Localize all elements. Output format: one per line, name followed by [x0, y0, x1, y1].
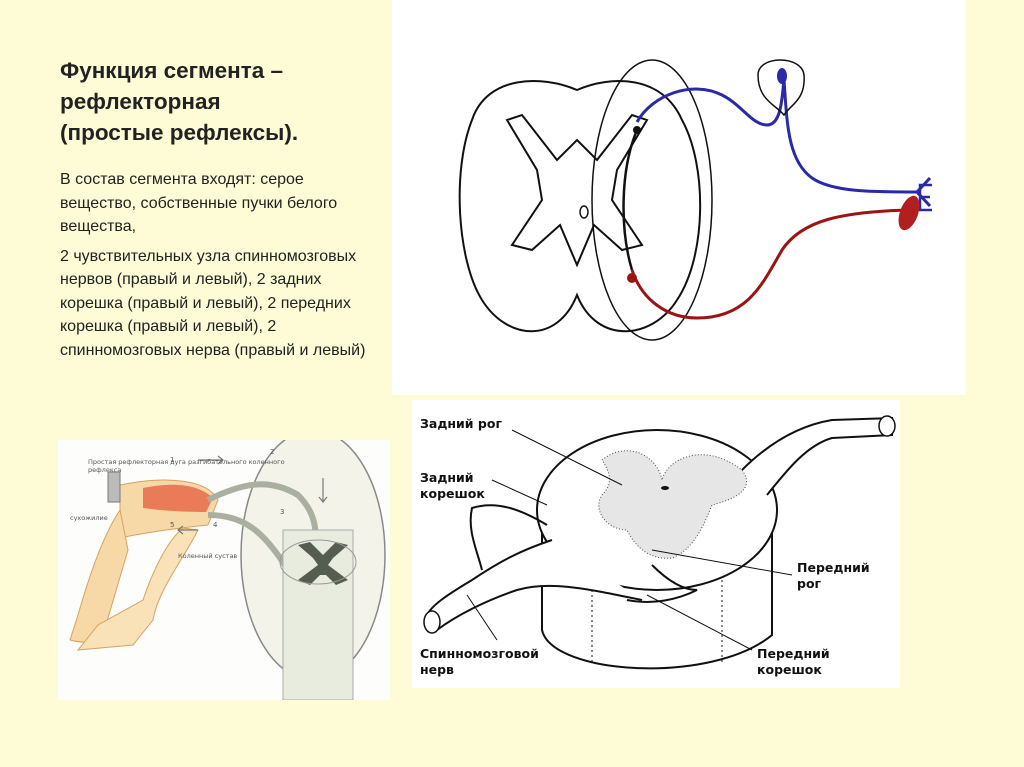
- spinal-cord-outline: [458, 80, 702, 333]
- motor-fiber: [630, 208, 908, 320]
- gray-matter: [598, 450, 748, 559]
- label-anterior-root-1: Передний: [757, 646, 830, 661]
- muscle-effector-icon: [898, 195, 920, 231]
- label-spinal-nerve-1: Спинномозговой: [420, 646, 539, 661]
- label-posterior-root-1: Задний: [420, 470, 474, 485]
- reflex-caption-line-1: Простая рефлекторная дуга разгибательног…: [88, 458, 285, 466]
- label-anterior-horn-1: Передний: [797, 560, 870, 575]
- knee-reflex-svg: Простая рефлекторная дуга разгибательног…: [69, 440, 386, 700]
- number-4: 4: [213, 521, 218, 529]
- inset-gray-matter: [298, 542, 348, 585]
- paragraph-segment-composition: В состав сегмента входят: серое вещество…: [60, 171, 338, 235]
- label-posterior-horn: Задний рог: [420, 416, 502, 431]
- number-5: 5: [170, 521, 174, 529]
- reflex-caption-line-2: рефлекса: [88, 466, 121, 474]
- spinal-segment-svg: Задний рог Задний корешок Передний рог С…: [420, 415, 896, 677]
- label-spinal-nerve-2: нерв: [420, 662, 454, 677]
- central-canal: [579, 205, 589, 219]
- slide-title-line-1: Функция сегмента –: [60, 58, 284, 83]
- knee-reflex-illustration: Простая рефлекторная дуга разгибательног…: [58, 440, 390, 700]
- label-anterior-root-2: корешок: [757, 662, 822, 677]
- lower-leg: [76, 527, 199, 651]
- number-1: 1: [170, 456, 174, 464]
- label-tendon: сухожилие: [70, 514, 108, 522]
- number-2: 2: [270, 448, 274, 456]
- gray-matter-outline: [505, 113, 649, 268]
- reflex-arc-schematic-svg: [458, 59, 932, 341]
- spinal-segment-anatomy: Задний рог Задний корешок Передний рог С…: [412, 400, 900, 688]
- number-3: 3: [280, 508, 284, 516]
- label-posterior-root-2: корешок: [420, 486, 485, 501]
- slide-title-line-3: (простые рефлексы).: [60, 120, 299, 145]
- slide-title: Функция сегмента – рефлекторная (простые…: [60, 55, 380, 148]
- slide-title-line-2: рефлекторная: [60, 89, 221, 114]
- reflex-arc-schematic: [392, 0, 966, 395]
- cord-cylinder: [541, 520, 773, 670]
- sensory-ganglion: [757, 59, 805, 117]
- reflex-hammer-icon: [107, 471, 121, 503]
- receptor-e-icon: [918, 183, 932, 212]
- sensory-fiber: [635, 79, 932, 208]
- slide-body: В состав сегмента входят: серое вещество…: [60, 168, 378, 368]
- anterior-root: [626, 564, 698, 603]
- label-anterior-horn-2: рог: [797, 576, 822, 591]
- thigh-muscle: [143, 484, 213, 512]
- label-knee-joint: Коленный сустав: [178, 552, 237, 560]
- spinal-nerve: [425, 539, 643, 632]
- interneuron: [622, 129, 639, 271]
- ganglion-oval: [591, 59, 713, 341]
- paragraph-segment-parts: 2 чувствительных узла спинномозговых нер…: [60, 247, 366, 359]
